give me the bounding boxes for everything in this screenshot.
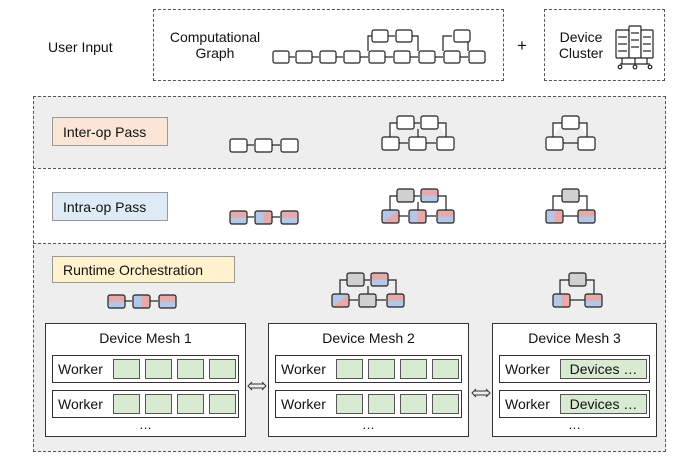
device-cell xyxy=(432,359,459,379)
device-cell xyxy=(368,359,395,379)
device-mesh-3: Device Mesh 3 Worker Devices … Worker De… xyxy=(492,323,657,437)
device-cell xyxy=(209,359,236,379)
user-input-label: User Input xyxy=(48,39,113,55)
device-label-line2: Cluster xyxy=(558,45,604,61)
server-rack-icon xyxy=(615,25,654,70)
inter-op-tree-graph xyxy=(381,115,455,151)
band-divider xyxy=(33,243,666,244)
intra-op-pass-label: Intra-op Pass xyxy=(52,192,168,221)
graph-label-line1: Computational xyxy=(169,29,261,45)
intra-op-chain-graph xyxy=(229,210,299,225)
device-label-line1: Device xyxy=(559,29,603,45)
more-workers-ellipsis: … xyxy=(568,417,581,432)
worker-label: Worker xyxy=(505,396,550,412)
worker-label: Worker xyxy=(58,361,103,377)
device-cell xyxy=(432,394,459,414)
device-cell xyxy=(336,359,363,379)
device-cell xyxy=(177,359,204,379)
device-mesh-1: Device Mesh 1 Worker Worker … xyxy=(45,323,246,437)
device-cluster-box xyxy=(544,9,665,81)
device-cell xyxy=(113,394,140,414)
device-cell xyxy=(368,394,395,414)
computational-graph-box xyxy=(153,9,504,81)
inter-op-pass-label: Inter-op Pass xyxy=(52,117,168,146)
worker-row: Worker xyxy=(52,390,239,418)
runtime-small-tree-graph xyxy=(552,272,603,308)
runtime-orchestration-label: Runtime Orchestration xyxy=(52,256,235,283)
worker-row: Worker Devices … xyxy=(499,390,650,418)
mesh-title: Device Mesh 3 xyxy=(528,330,621,346)
band-divider xyxy=(33,168,666,169)
inter-op-chain-graph xyxy=(229,138,299,153)
device-cell xyxy=(336,394,363,414)
worker-row: Worker Devices … xyxy=(499,355,650,383)
compiler-container xyxy=(33,96,666,452)
more-workers-ellipsis: … xyxy=(362,417,375,432)
device-cell xyxy=(400,359,427,379)
computational-graph-label: Computational Graph xyxy=(160,29,270,61)
mesh-link-arrow-1-2 xyxy=(247,381,267,391)
device-mesh-2: Device Mesh 2 Worker Worker … xyxy=(268,323,469,437)
worker-row: Worker xyxy=(52,355,239,383)
device-cell xyxy=(145,394,172,414)
plus-sign: + xyxy=(517,36,527,55)
runtime-chain-graph xyxy=(107,294,177,309)
intra-op-tree-graph xyxy=(381,188,455,224)
mesh-title: Device Mesh 2 xyxy=(322,330,415,346)
devices-cell: Devices … xyxy=(560,394,647,414)
device-cell xyxy=(177,394,204,414)
worker-label: Worker xyxy=(505,361,550,377)
worker-label: Worker xyxy=(281,361,326,377)
worker-row: Worker xyxy=(275,355,462,383)
device-cell xyxy=(209,394,236,414)
graph-node xyxy=(272,50,290,64)
worker-label: Worker xyxy=(58,396,103,412)
runtime-tree-graph xyxy=(331,272,405,308)
graph-label-line2: Graph xyxy=(195,45,235,61)
worker-label: Worker xyxy=(281,396,326,412)
mesh-title: Device Mesh 1 xyxy=(99,330,192,346)
inter-op-small-tree-graph xyxy=(545,115,596,151)
worker-row: Worker xyxy=(275,390,462,418)
device-cell xyxy=(145,359,172,379)
devices-cell: Devices … xyxy=(560,359,647,379)
computational-graph-diagram xyxy=(272,29,486,64)
device-cell xyxy=(113,359,140,379)
device-cluster-label: Device Cluster xyxy=(552,29,610,61)
mesh-link-arrow-2-3 xyxy=(471,388,491,398)
intra-op-small-tree-graph xyxy=(545,188,596,224)
more-workers-ellipsis: … xyxy=(139,417,152,432)
device-cell xyxy=(400,394,427,414)
